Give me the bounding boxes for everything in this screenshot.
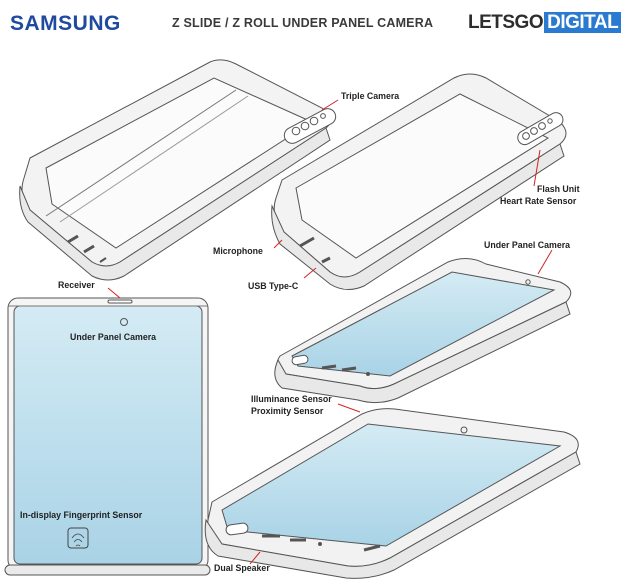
watermark-text-b: DIGITAL [544,12,622,33]
label-usb-type-c: USB Type-C [248,281,299,291]
device-front-portrait [4,297,211,576]
device-rear-left [19,59,337,281]
callout-arrows [107,99,553,565]
under-panel-camera-dot [120,318,128,326]
device-front-bottom [204,408,581,579]
label-under-panel-camera-front: Under Panel Camera [70,332,157,342]
label-fingerprint: In-display Fingerprint Sensor [20,510,143,520]
label-triple-camera: Triple Camera [341,91,400,101]
watermark-text-a: LETSGO [468,12,544,33]
device-front-middle [274,258,572,404]
label-proximity-sensor: Proximity Sensor [251,406,324,416]
label-flash-unit: Flash Unit [537,184,580,194]
camera-lens-1 [291,126,301,136]
receiver-slot [107,299,133,304]
label-heart-rate: Heart Rate Sensor [500,196,577,206]
flash-unit [320,113,326,119]
label-under-panel-camera-top: Under Panel Camera [484,240,571,250]
label-microphone: Microphone [213,246,263,256]
label-receiver: Receiver [58,280,95,290]
label-dual-speaker: Dual Speaker [214,563,270,573]
camera-lens-3 [309,116,319,126]
camera-lens-2 [300,121,310,131]
samsung-logo: SAMSUNG [10,12,121,35]
label-illuminance-sensor: Illuminance Sensor [251,394,332,404]
page-title: Z SLIDE / Z ROLL UNDER PANEL CAMERA [172,16,434,30]
fingerprint-glyph [67,527,89,549]
device-rear-right [271,73,567,290]
